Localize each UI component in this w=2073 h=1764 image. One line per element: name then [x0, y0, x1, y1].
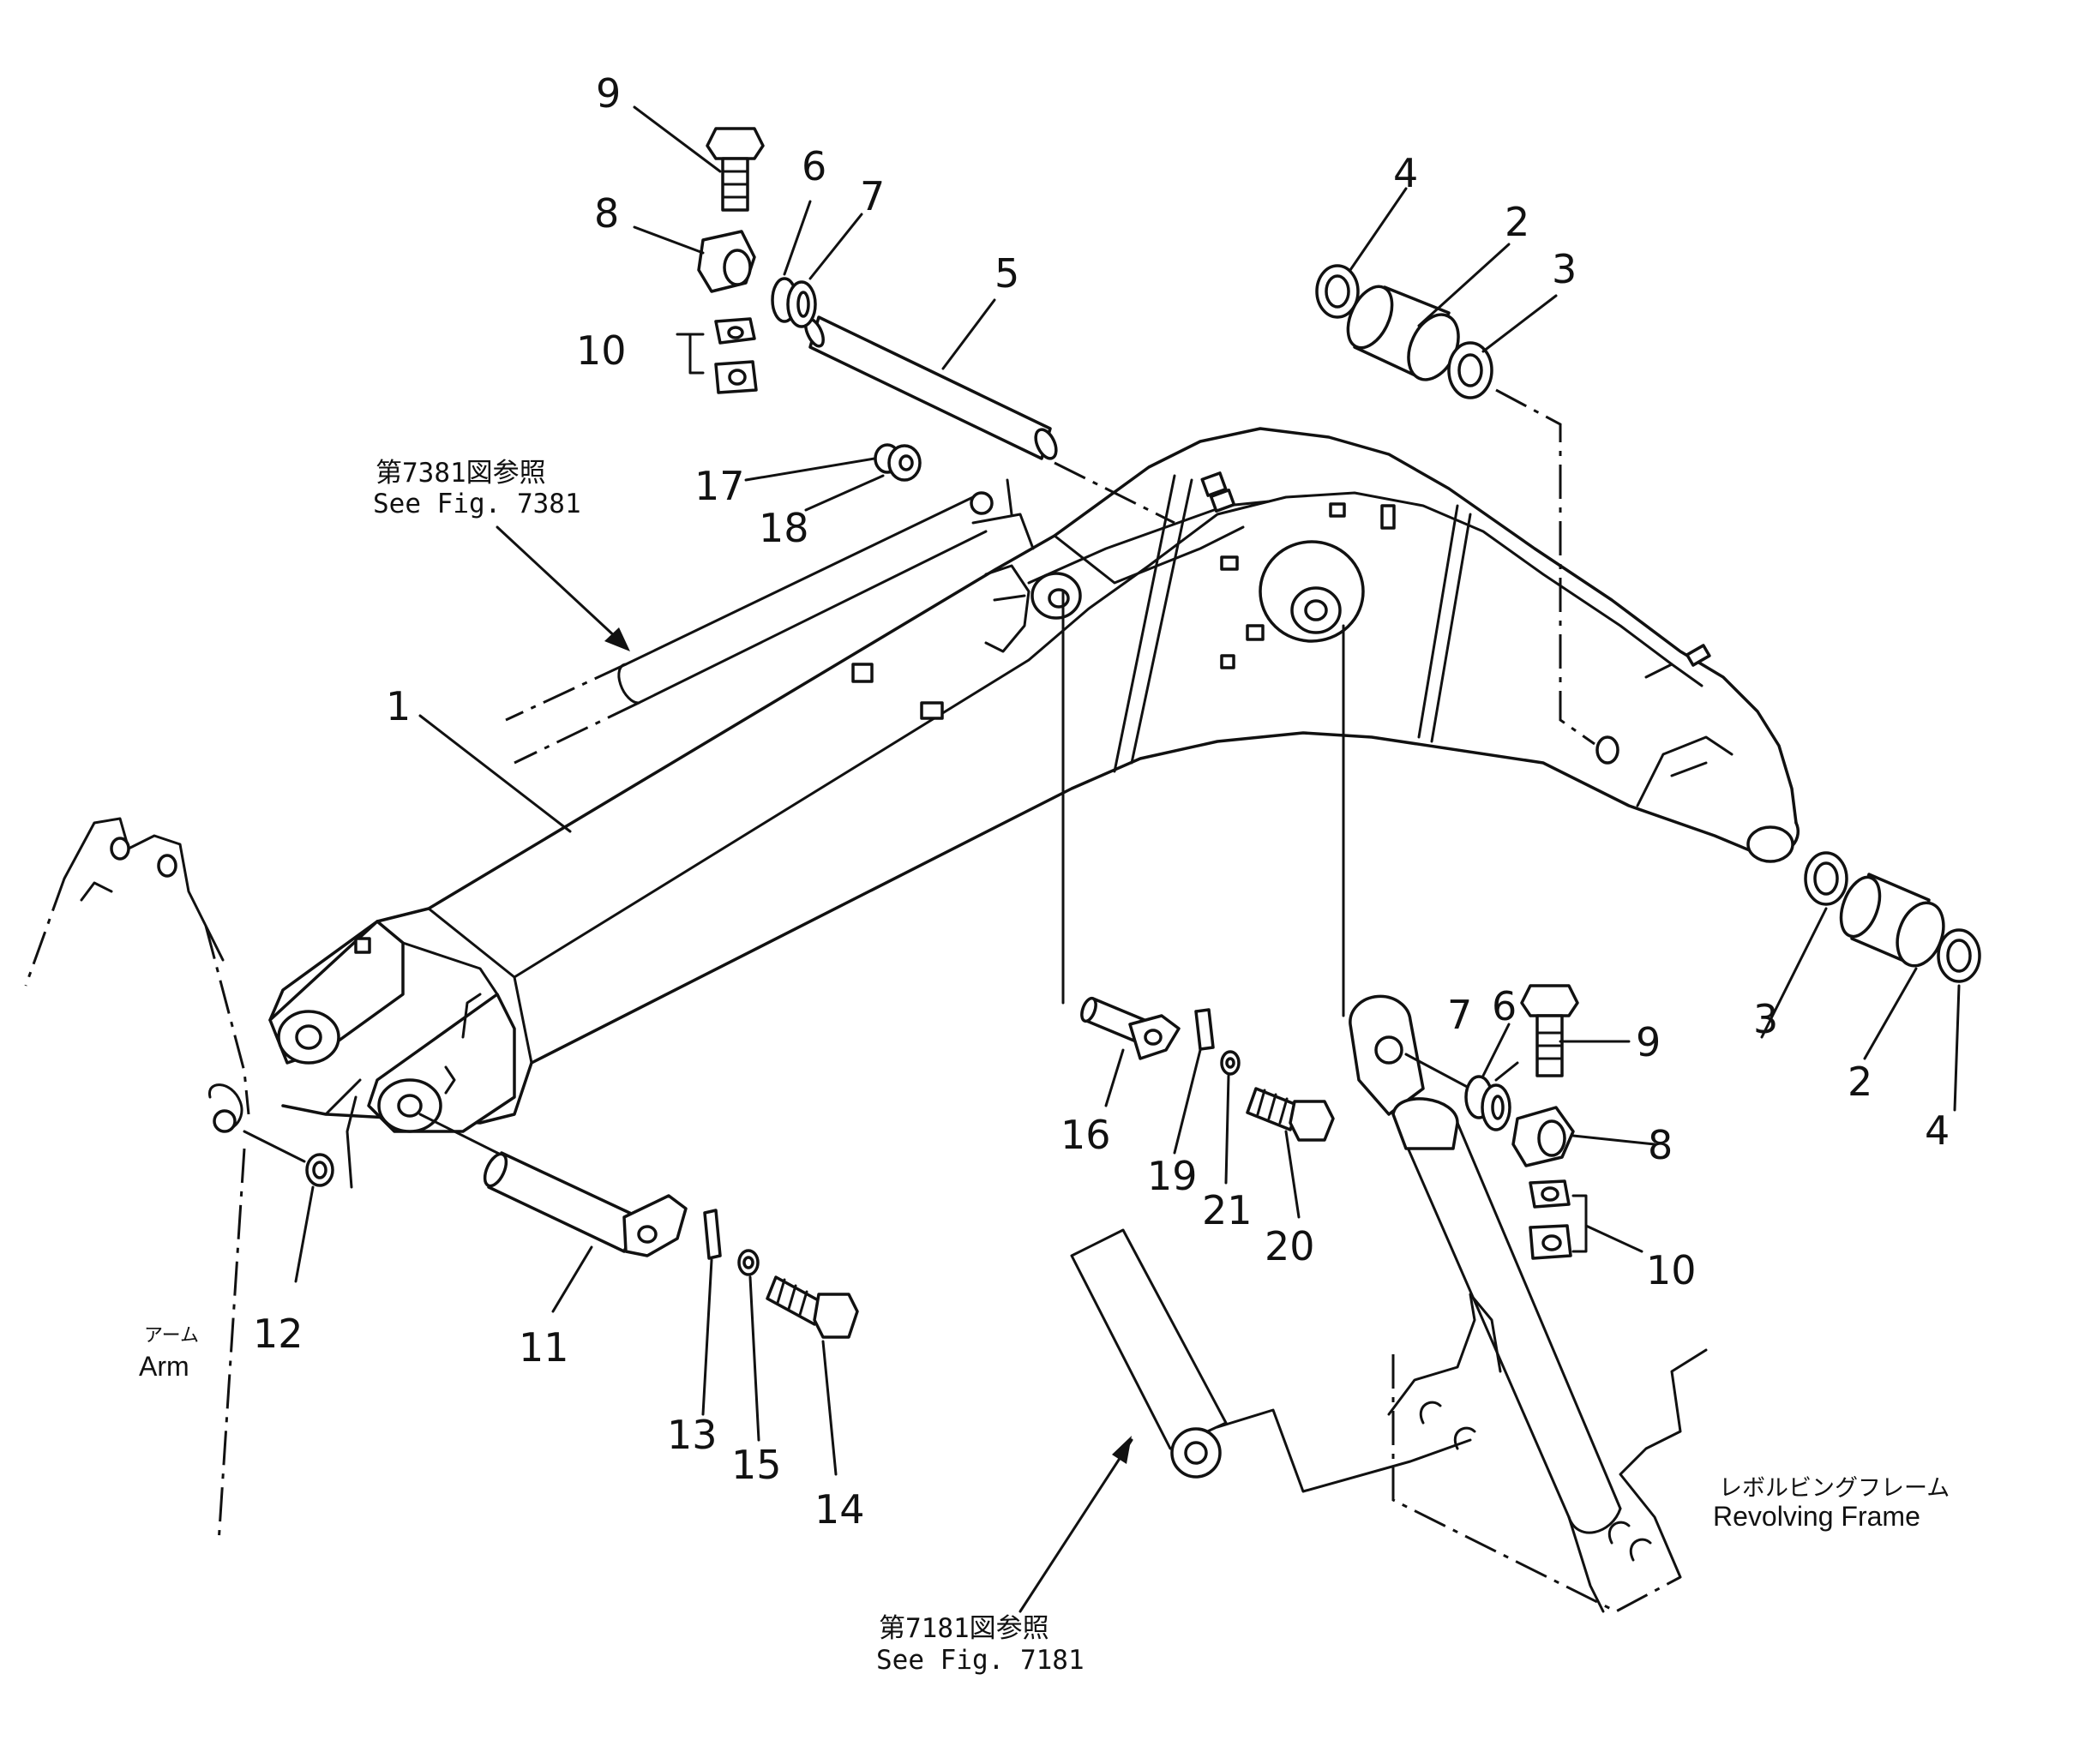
pin-hole-rear — [1595, 735, 1619, 765]
part-21-washer — [1220, 1050, 1241, 1076]
callout-3-bottom: 3 — [1753, 996, 1778, 1042]
part-10-nuts-bottom — [1529, 1179, 1643, 1260]
reference-notes: 第7381図参照 See Fig. 7381 第7181図参照 See Fig.… — [139, 458, 1950, 1676]
callout-11: 11 — [519, 1324, 569, 1371]
callout-21: 21 — [1202, 1187, 1253, 1233]
boom-cylinder-reference — [1070, 994, 1622, 1534]
part-10-nuts-top — [676, 317, 758, 394]
frame-label-jp: レボルビングフレーム — [1719, 1475, 1950, 1502]
arm-label-en: Arm — [139, 1351, 189, 1382]
arm-cylinder-reference — [505, 495, 988, 765]
arrow-fig-7381 — [496, 525, 630, 651]
part-4-seal-top — [1315, 264, 1360, 319]
arm — [24, 817, 250, 1544]
part-16-pin — [1061, 590, 1181, 1060]
callout-9-bottom: 9 — [1636, 1019, 1661, 1065]
frame-label-en: Revolving Frame — [1713, 1501, 1920, 1532]
callout-4-bottom: 4 — [1925, 1107, 1950, 1154]
callout-10-top: 10 — [576, 327, 627, 374]
callout-8-bottom: 8 — [1648, 1122, 1673, 1168]
part-5-pin — [804, 315, 1175, 525]
arm-label-jp: アーム — [144, 1325, 199, 1347]
part-15-washer — [737, 1249, 760, 1276]
callout-6-bottom: 6 — [1492, 983, 1517, 1029]
callout-20: 20 — [1265, 1223, 1315, 1269]
callout-14: 14 — [814, 1486, 865, 1533]
callout-18: 18 — [759, 505, 809, 551]
callout-19: 19 — [1147, 1153, 1198, 1199]
leader-dash-2-3-4-top — [1495, 388, 1595, 746]
part-14-bolt — [766, 1275, 859, 1339]
part-17-18-washers — [874, 443, 922, 482]
part-19-plate — [1194, 1008, 1215, 1051]
part-4-seal-bottom — [1937, 928, 1981, 983]
ref-7381-jp: 第7381図参照 — [376, 458, 546, 489]
part-8-block-top — [697, 230, 756, 293]
arrow-fig-7181 — [1112, 1436, 1132, 1464]
boom — [268, 427, 1800, 1133]
part-9-bolt-top — [706, 127, 765, 212]
part-3-seal-bottom — [1804, 851, 1848, 906]
ref-7381-en: See Fig. 7381 — [373, 489, 581, 519]
callout-12: 12 — [253, 1311, 303, 1357]
part-2-bushing-bottom — [1839, 873, 1945, 968]
ref-7181-en: See Fig. 7181 — [876, 1645, 1085, 1676]
callout-2-bottom: 2 — [1848, 1059, 1872, 1105]
callout-9-top: 9 — [596, 70, 621, 117]
part-3-seal-top — [1447, 341, 1493, 399]
callout-1: 1 — [386, 683, 411, 729]
callout-4-top: 4 — [1393, 150, 1418, 196]
part-11-pin — [418, 1113, 688, 1257]
callout-15: 15 — [731, 1442, 782, 1488]
callout-7-bottom: 7 — [1447, 992, 1472, 1038]
part-20-bolt — [1246, 1087, 1335, 1142]
callout-10-bottom: 10 — [1646, 1247, 1697, 1293]
part-9-bolt-bottom — [1520, 984, 1579, 1077]
callout-5: 5 — [994, 250, 1019, 297]
part-8-block-bottom — [1511, 1106, 1575, 1167]
callout-16: 16 — [1061, 1112, 1111, 1158]
revolving-frame — [1387, 1293, 1708, 1613]
callout-8-top: 8 — [594, 190, 619, 237]
leader-lines — [294, 105, 1961, 1613]
part-7-6-shims-bottom — [1404, 1053, 1511, 1131]
callout-2-top: 2 — [1505, 199, 1529, 245]
part-2-bushing-top — [1346, 285, 1460, 381]
callout-numbers: 9 8 6 7 10 5 17 18 4 2 3 1 3 2 4 7 6 9 8… — [253, 70, 1950, 1533]
ref-7181-jp: 第7181図参照 — [879, 1613, 1049, 1644]
callout-6-top: 6 — [802, 143, 826, 189]
part-6-7-shims-top — [771, 277, 817, 328]
part-13-plate — [703, 1209, 722, 1260]
part-12-shim — [243, 1095, 358, 1189]
callout-13: 13 — [667, 1412, 718, 1458]
callout-7-top: 7 — [860, 173, 885, 219]
callout-17: 17 — [694, 463, 745, 509]
callout-3-top: 3 — [1552, 246, 1577, 292]
